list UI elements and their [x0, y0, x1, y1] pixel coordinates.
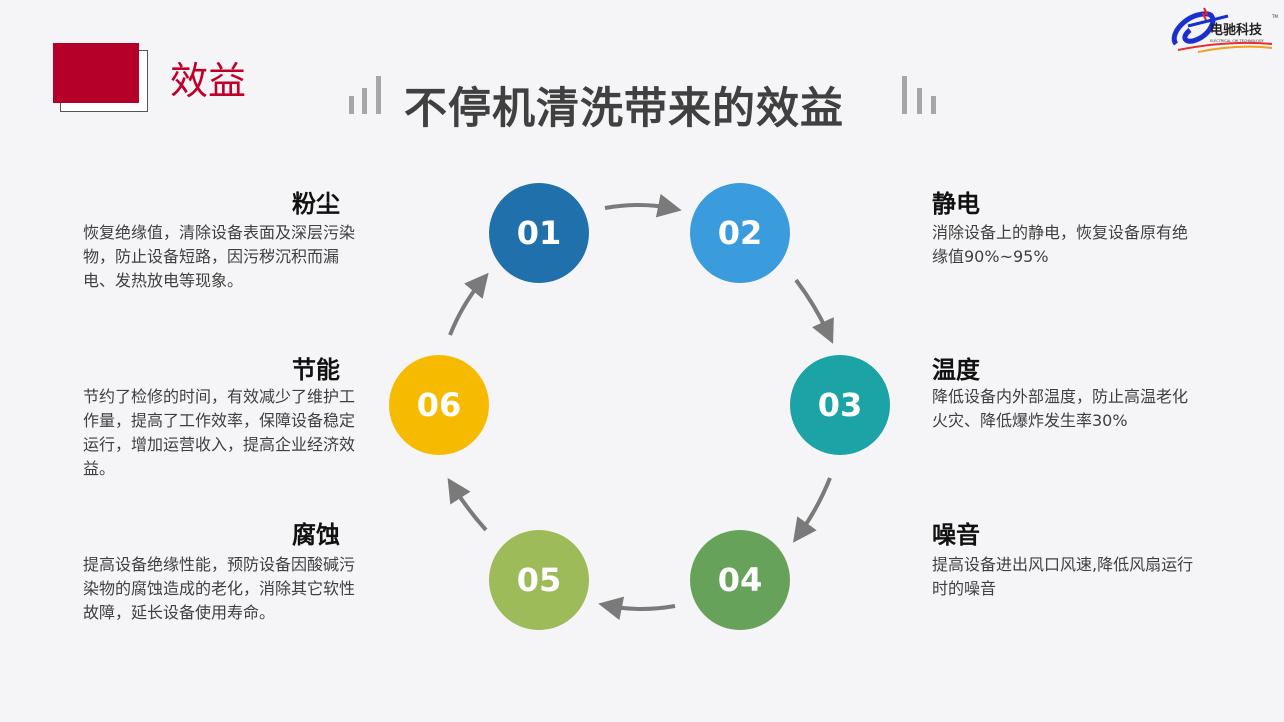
- heading-noise: 噪音: [932, 521, 980, 549]
- text-corrosion: 提高设备绝缘性能，预防设备因酸碱污染物的腐蚀造成的老化，消除其它软性故障，延长设…: [83, 555, 356, 622]
- arrow-05-06: [447, 477, 488, 532]
- title-deco-bar: [376, 76, 381, 114]
- heading-static: 静电: [932, 190, 980, 218]
- title-deco-bar: [917, 88, 922, 114]
- heading-corrosion: 腐蚀: [292, 521, 340, 549]
- step-circle-06: 06: [389, 355, 489, 455]
- arrow-06-01: [448, 272, 489, 336]
- step-circle-03: 03: [790, 355, 890, 455]
- text-static: 消除设备上的静电，恢复设备原有绝缘值90%~95%: [932, 223, 1189, 266]
- company-logo: 电驰科技 ELECTRICAL CHI TECHNOLOGY TM: [1171, 7, 1278, 53]
- title-deco-bar: [902, 76, 907, 114]
- heading-dust: 粉尘: [292, 190, 340, 218]
- text-energy: 节约了检修的时间，有效减少了维护工作量，提高了工作效率，保障设备稳定运行，增加运…: [83, 387, 356, 478]
- svg-text:TM: TM: [1271, 14, 1278, 19]
- title-deco-bar: [349, 96, 354, 114]
- arrow-04-05: [598, 596, 676, 621]
- text-dust: 恢复绝缘值，清除设备表面及深层污染物，防止设备短路，因污秽沉积而漏电、发热放电等…: [83, 223, 356, 290]
- text-temperature: 降低设备内外部温度，防止高温老化火灾、降低爆炸发生率30%: [932, 387, 1189, 430]
- page-title: 不停机清洗带来的效益: [404, 84, 844, 134]
- svg-text:电驰科技: 电驰科技: [1210, 22, 1263, 38]
- step-circle-05: 05: [489, 530, 589, 630]
- arrow-02-03: [794, 278, 834, 344]
- heading-energy: 节能: [292, 356, 340, 384]
- section-marker: [53, 43, 139, 103]
- section-label: 效益: [170, 59, 247, 103]
- step-circle-04: 04: [690, 530, 790, 630]
- text-noise: 提高设备进出风口风速,降低风扇运行时的噪音: [932, 555, 1194, 598]
- title-deco-bar: [931, 96, 936, 114]
- svg-text:ELECTRICAL CHI TECHNOLOGY: ELECTRICAL CHI TECHNOLOGY: [1210, 39, 1264, 43]
- step-circle-01: 01: [489, 183, 589, 283]
- arrow-01-02: [604, 193, 682, 218]
- arrow-03-04: [792, 477, 832, 543]
- title-deco-bar: [362, 88, 367, 114]
- step-circle-02: 02: [690, 183, 790, 283]
- heading-temperature: 温度: [932, 356, 980, 384]
